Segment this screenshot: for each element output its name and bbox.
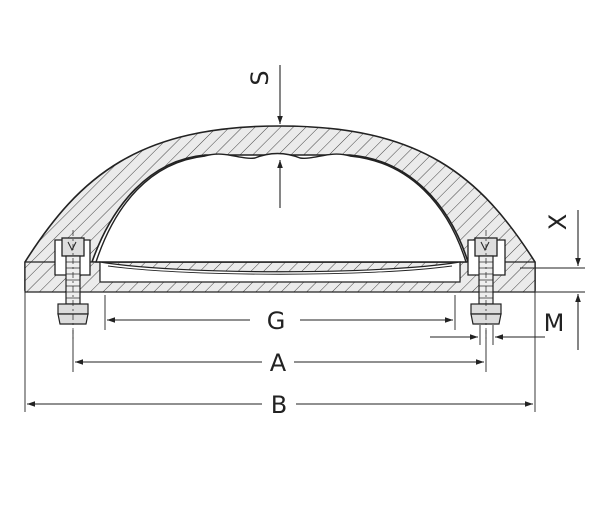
- label-x: X: [544, 214, 572, 230]
- right-screw: [470, 230, 502, 340]
- extension-lines: [24, 267, 585, 412]
- dim-x: X: [544, 210, 581, 350]
- left-screw: [57, 230, 89, 340]
- label-s: S: [246, 70, 274, 85]
- dim-a: A: [75, 349, 484, 377]
- dim-g: G: [107, 307, 453, 335]
- dim-b: B: [27, 391, 533, 419]
- inner-cavity: [95, 152, 467, 263]
- label-a: A: [270, 349, 287, 377]
- inner-clip: [99, 261, 461, 283]
- dim-s: S: [246, 65, 283, 208]
- label-g: G: [267, 307, 286, 335]
- label-b: B: [271, 391, 287, 419]
- label-m: M: [544, 309, 565, 337]
- arch-section: [24, 125, 536, 291]
- dim-m: M: [430, 309, 565, 340]
